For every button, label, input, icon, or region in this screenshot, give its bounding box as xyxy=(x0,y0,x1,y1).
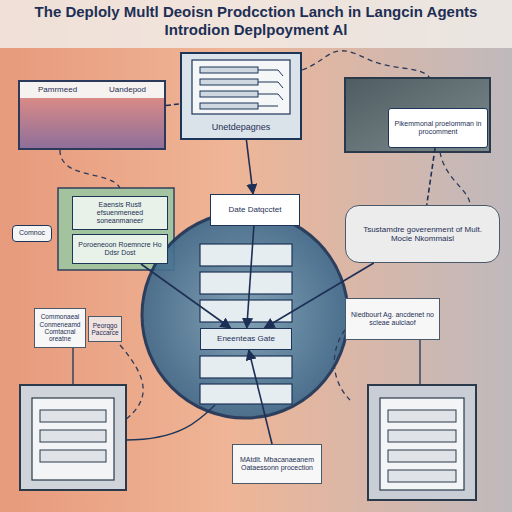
tag-box: Comnoc xyxy=(12,225,52,242)
gate-layer: Eneenteas Gate xyxy=(200,328,292,350)
connector-arrow xyxy=(247,226,254,328)
header-box: Pamrmeed Uandepod xyxy=(18,80,166,150)
node-text: Eaensis Rustl efsuenmeneed soneanmaneer xyxy=(75,201,165,225)
wire xyxy=(73,340,420,440)
node-text: Peorqgo Paccarce xyxy=(90,322,120,337)
note-box: Niedbourt Ag. ancdenet no scleae aulciao… xyxy=(345,298,440,340)
central-circle xyxy=(142,212,348,418)
connector-arrow xyxy=(246,140,253,194)
speech-bubble: Tsustamdre goverenment of Mult. Mocie Nk… xyxy=(345,205,500,263)
note-box: Peorqgo Paccarce xyxy=(88,316,122,342)
green-panel xyxy=(58,188,174,270)
node-text: MAtdlt. Mbacanaeanem Oataessonn procecti… xyxy=(235,456,319,472)
connector-arrow xyxy=(264,263,373,328)
node-text: Eneenteas Gate xyxy=(217,334,275,343)
data-box: Date Datqcctet xyxy=(210,194,300,226)
callout-box: Pikemmonal proelomman in procomment xyxy=(388,108,488,148)
node-text: Tsustamdre goverenment of Mult. Mocie Nk… xyxy=(354,225,491,243)
connector-arrow xyxy=(141,264,231,328)
note-box: MAtdlt. Mbacanaeanem Oataessonn procecti… xyxy=(232,444,322,484)
server-left xyxy=(20,385,126,490)
connector-arrow xyxy=(249,350,272,444)
node-text: Uandepod xyxy=(109,85,146,94)
layer-stack xyxy=(200,244,292,404)
node-text: Unetdepagnes xyxy=(212,122,271,132)
connector-arrow xyxy=(427,148,435,205)
connector-arrow xyxy=(166,104,180,106)
node-text: Poroeneoon Roemncre Ho Ddsr Dost xyxy=(75,241,165,257)
node-text: Pikemmonal proelomman in procomment xyxy=(391,120,485,136)
node-text: Pamrmeed xyxy=(38,85,77,94)
note-box: Commonaeal Conmeneamd Comtacnal oreatne xyxy=(34,308,86,348)
server-right xyxy=(368,385,476,500)
node-text: Niedbourt Ag. ancdenet no scleae aulciao… xyxy=(348,311,437,327)
node-text: Date Datqcctet xyxy=(229,205,282,214)
title-text: The Deploly Multl Deoisn Prodcction Lanc… xyxy=(35,3,478,38)
process-card: Eaensis Rustl efsuenmeneed soneanmaneer xyxy=(72,196,168,230)
process-box: Unetdepagnes xyxy=(180,52,302,140)
process-card: Poroeneoon Roemncre Ho Ddsr Dost xyxy=(72,234,168,264)
diagram-title: The Deploly Multl Deoisn Prodcction Lanc… xyxy=(20,3,492,39)
node-text: Comnoc xyxy=(19,229,45,237)
node-text: Commonaeal Conmeneamd Comtacnal oreatne xyxy=(36,313,84,343)
panel-illustration xyxy=(192,60,290,114)
title-band xyxy=(0,0,512,48)
dark-panel xyxy=(345,78,490,152)
